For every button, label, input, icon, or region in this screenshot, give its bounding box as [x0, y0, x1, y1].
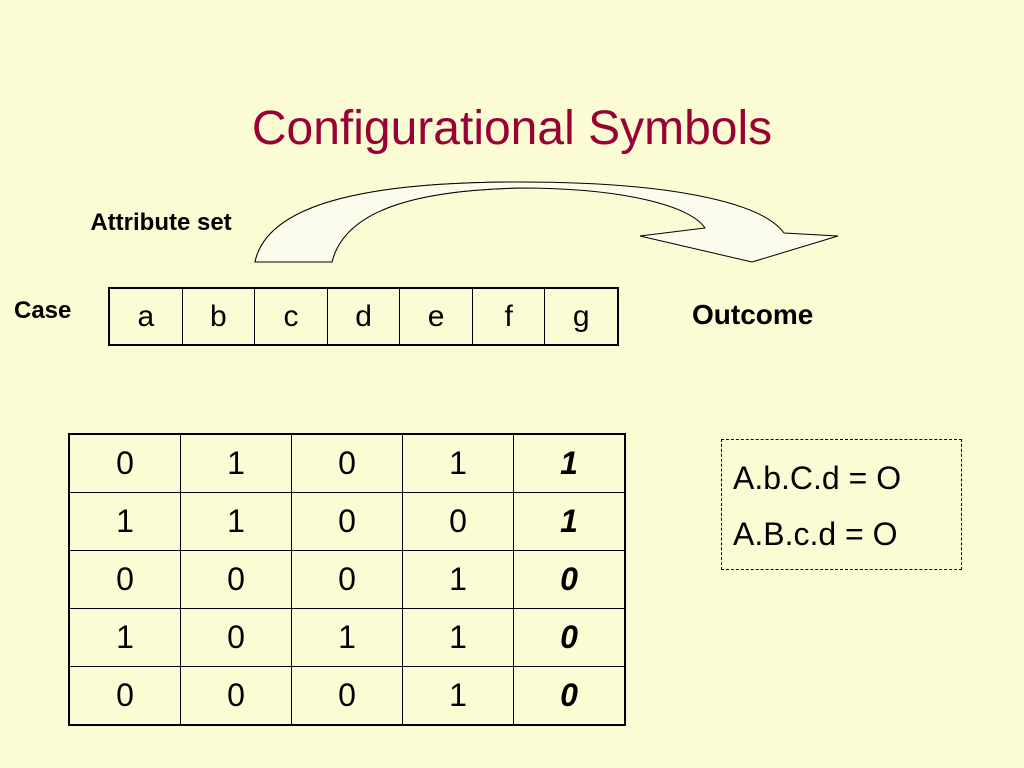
table-cell: 0	[68, 550, 181, 609]
table-cell: 1	[68, 608, 181, 667]
outcome-cell: 0	[513, 550, 626, 609]
table-row: 1 0 1 1 0	[68, 608, 626, 667]
table-cell: 0	[291, 666, 403, 726]
case-cell: b	[181, 287, 256, 346]
table-row: 0 0 0 1 0	[68, 666, 626, 726]
formula-line: A.B.c.d = O	[733, 516, 898, 552]
table-row: 0 0 0 1 0	[68, 550, 626, 609]
formula-line: A.b.C.d = O	[733, 460, 902, 496]
table-row: 0 1 0 1 1	[68, 433, 626, 493]
case-row: a b c d e f g	[108, 287, 619, 346]
case-label: Case	[14, 297, 72, 324]
table-cell: 0	[180, 666, 292, 726]
case-cell: a	[108, 287, 183, 346]
curved-arrow-front	[254, 181, 839, 263]
table-cell: 0	[180, 550, 292, 609]
table-cell: 0	[68, 433, 181, 493]
case-cell: f	[471, 287, 546, 346]
table-cell: 1	[180, 492, 292, 551]
table-cell: 1	[68, 492, 181, 551]
table-cell: 1	[291, 608, 403, 667]
table-cell: 1	[180, 433, 292, 493]
table-cell: 0	[402, 492, 514, 551]
case-cell: g	[544, 287, 619, 346]
outcome-cell: 0	[513, 666, 626, 726]
case-cell: c	[254, 287, 328, 346]
curved-arrow-back	[254, 181, 521, 263]
table-cell: 1	[402, 608, 514, 667]
outcome-label: Outcome	[692, 299, 814, 330]
case-attribute-table: a b c d e f g	[108, 287, 619, 346]
truth-table: 0 1 0 1 1 1 1 0 0 1 0 0 0 1 0 1 0 1 1 0 …	[68, 433, 626, 726]
formula-box: A.b.C.d = O A.B.c.d = O	[721, 439, 962, 570]
table-cell: 0	[291, 492, 403, 551]
attribute-set-label: Attribute set	[90, 209, 232, 236]
table-row: 1 1 0 0 1	[68, 492, 626, 551]
case-cell: d	[326, 287, 401, 346]
case-cell: e	[399, 287, 473, 346]
outcome-cell: 0	[513, 608, 626, 667]
table-cell: 1	[402, 550, 514, 609]
outcome-cell: 1	[513, 433, 626, 493]
table-cell: 1	[402, 666, 514, 726]
slide-title: Configurational Symbols	[251, 102, 773, 156]
table-cell: 1	[402, 433, 514, 493]
outcome-cell: 1	[513, 492, 626, 551]
table-cell: 0	[68, 666, 181, 726]
table-cell: 0	[180, 608, 292, 667]
table-cell: 0	[291, 550, 403, 609]
table-cell: 0	[291, 433, 403, 493]
